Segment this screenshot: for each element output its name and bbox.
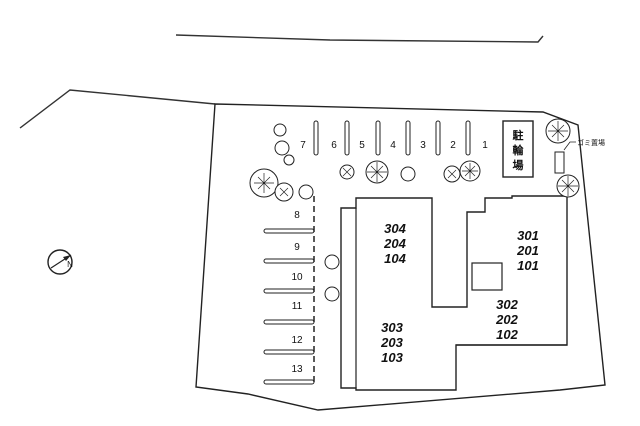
road-line-top: [175, 34, 544, 43]
parking-number: 6: [331, 140, 337, 151]
unit-number: 301: [517, 228, 539, 243]
unit-number: 102: [496, 327, 518, 342]
unit-number: 201: [516, 243, 539, 258]
tree-icon: [400, 166, 416, 182]
unit-number: 302: [496, 297, 518, 312]
parking-number: 8: [294, 210, 300, 221]
road-line-left: [19, 89, 216, 129]
unit-number: 203: [380, 335, 403, 350]
unit-number: 103: [381, 350, 403, 365]
parking-number: 4: [390, 140, 396, 151]
garbage-leader-line: [563, 141, 576, 151]
units-right-upper: 301 201 101: [516, 228, 539, 273]
parking-number: 5: [359, 140, 365, 151]
parking-number: 7: [300, 140, 306, 151]
unit-number: 303: [381, 320, 403, 335]
stall-line: [263, 288, 315, 294]
tree-icon: [298, 184, 314, 200]
stall-line: [405, 120, 411, 156]
parking-numbers: 7 6 5 4 3 2 1 8 9 10 11 12 13: [291, 140, 488, 375]
compass-icon: N: [47, 249, 73, 275]
stall-line: [263, 228, 315, 234]
stall-line: [263, 258, 315, 264]
stall-line: [344, 120, 350, 156]
units-left-lower: 303 203 103: [380, 320, 403, 365]
tree-icon: [274, 140, 290, 156]
garbage-area-box: [554, 151, 565, 174]
tree-icon: [283, 154, 295, 166]
unit-number: 304: [384, 221, 406, 236]
bicycle-parking-label: 場: [513, 158, 524, 172]
tree-icon: [273, 123, 287, 137]
building-stair-core: [471, 262, 503, 291]
parking-number: 1: [482, 140, 488, 151]
tree-icon: [324, 254, 340, 270]
parking-number: 13: [291, 364, 303, 375]
parking-row-top: [313, 120, 471, 156]
tree-icon: [324, 286, 340, 302]
unit-number: 202: [495, 312, 518, 327]
stall-line: [465, 120, 471, 156]
parking-column-left: [263, 228, 315, 385]
bicycle-parking-label: 駐: [513, 128, 524, 142]
stall-line: [435, 120, 441, 156]
unit-number: 101: [517, 258, 539, 273]
stall-line: [263, 349, 315, 355]
unit-number: 104: [384, 251, 406, 266]
parking-number: 9: [294, 242, 300, 253]
stall-line: [263, 379, 315, 385]
parking-number: 2: [450, 140, 456, 151]
stall-line: [263, 319, 315, 325]
units-right-lower: 302 202 102: [495, 297, 518, 342]
bicycle-parking-box: [502, 120, 534, 178]
parking-number: 11: [292, 301, 303, 312]
tree-strokes: [254, 121, 578, 197]
bicycle-parking-label: 輪: [513, 143, 525, 157]
parking-number: 12: [291, 335, 303, 346]
parking-number: 3: [420, 140, 426, 151]
unit-number: 204: [383, 236, 406, 251]
parking-number: 10: [291, 272, 303, 283]
stall-line: [313, 120, 319, 156]
compass-north-label: N: [67, 260, 73, 269]
units-left-upper: 304 204 104: [383, 221, 406, 266]
stall-line: [375, 120, 381, 156]
building-left: [340, 195, 568, 391]
garbage-area-label: ゴミ置場: [577, 138, 605, 147]
site-boundary: [195, 103, 606, 411]
